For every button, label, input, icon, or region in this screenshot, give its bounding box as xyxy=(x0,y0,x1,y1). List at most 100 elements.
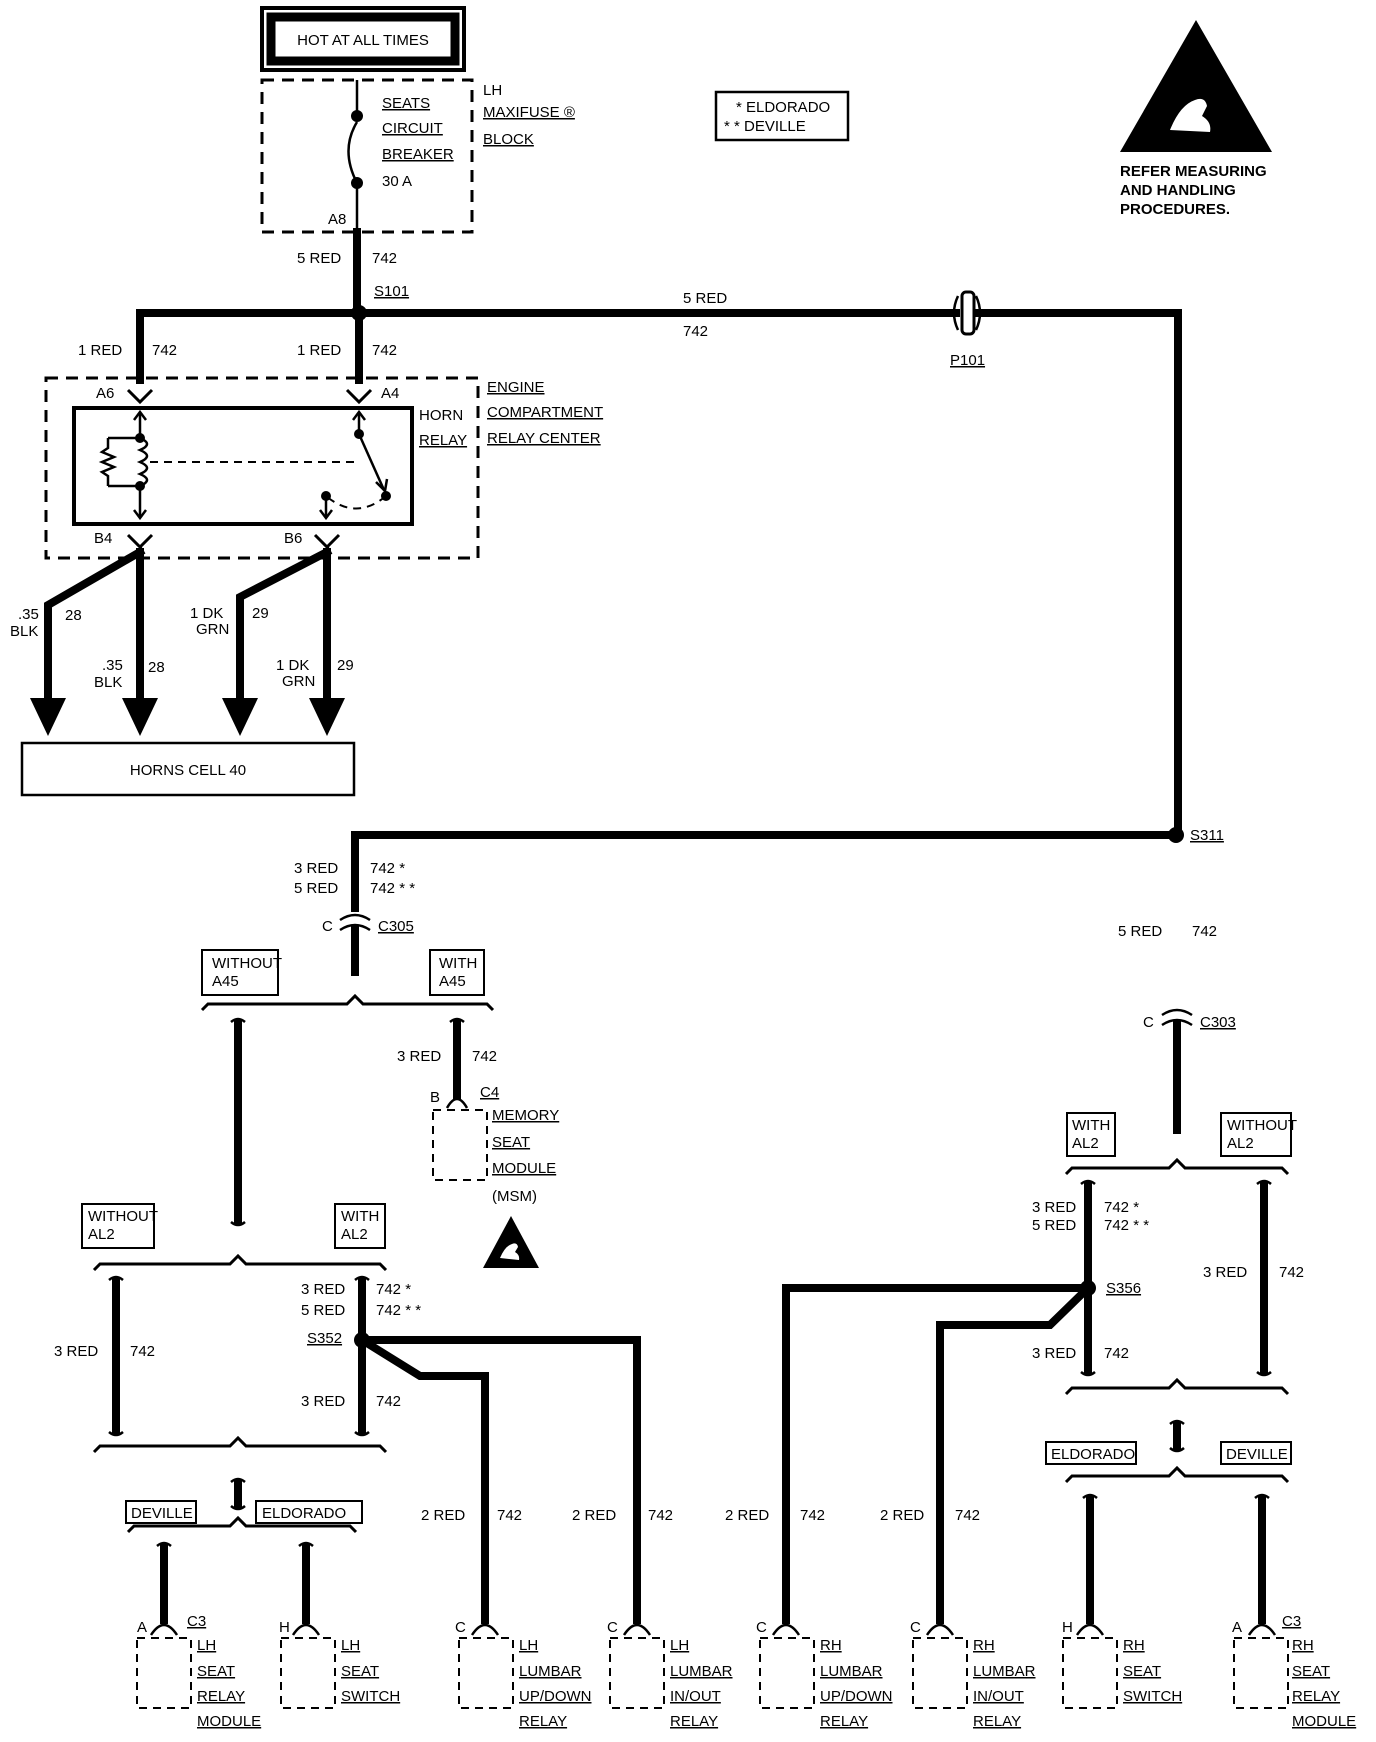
relay-left-wire-circuit: 742 xyxy=(152,342,177,359)
right-al2-option-bracket xyxy=(1064,1157,1290,1176)
maxifuse-label-2: MAXIFUSE ® xyxy=(483,104,575,121)
component-rh-seat-switch: H RH SEAT SWITCH xyxy=(1062,1619,1182,1709)
without-a45-2: A45 xyxy=(212,973,239,990)
maxifuse-block-outline xyxy=(260,78,474,234)
left-model-bracket xyxy=(126,1515,358,1534)
with-al2-right-1: WITH xyxy=(1072,1117,1110,1134)
svg-text:MODULE: MODULE xyxy=(1292,1713,1356,1730)
breaker-label-1: SEATS xyxy=(382,95,430,112)
hot-at-all-times-box xyxy=(260,6,466,72)
without-a45-1: WITHOUT xyxy=(212,955,282,972)
eldorado-left-box xyxy=(255,1500,363,1524)
without-al2-left-2: AL2 xyxy=(88,1226,115,1243)
relay-right-wire-circuit: 742 xyxy=(372,342,397,359)
fuse-pin-a8: A8 xyxy=(328,211,346,228)
without-al2-right-1: WITHOUT xyxy=(1227,1117,1297,1134)
horn-w2-size-2: BLK xyxy=(94,674,122,691)
horns-cell-label: HORNS CELL 40 xyxy=(130,762,246,779)
svg-text:SEAT: SEAT xyxy=(341,1663,379,1680)
with-al2-right-2: AL2 xyxy=(1072,1135,1099,1152)
svg-text:A: A xyxy=(1232,1619,1242,1636)
left-al2-option-bracket xyxy=(92,1253,388,1272)
svg-text:RELAY: RELAY xyxy=(670,1713,718,1730)
svg-text:C: C xyxy=(910,1619,921,1636)
svg-text:RH: RH xyxy=(973,1637,995,1654)
svg-text:SWITCH: SWITCH xyxy=(1123,1688,1182,1705)
horn-relay-label-2: RELAY xyxy=(419,432,467,449)
breaker-label-4: 30 A xyxy=(382,173,412,190)
horn-arrow-2 xyxy=(122,698,158,736)
svg-text:H: H xyxy=(1062,1619,1073,1636)
pin-b6: B6 xyxy=(284,530,302,547)
legend-box xyxy=(714,90,850,142)
with-a45-box xyxy=(429,949,485,996)
lh-updown-size: 2 RED xyxy=(421,1507,465,1524)
without-al2-left-box xyxy=(81,1203,155,1249)
c305-connector xyxy=(339,913,371,932)
svg-text:IN/OUT: IN/OUT xyxy=(670,1688,721,1705)
hot-at-all-times-label: HOT AT ALL TIMES xyxy=(297,32,429,49)
maxifuse-label-1: LH xyxy=(483,82,502,99)
rh-inout-circuit: 742 xyxy=(955,1507,980,1524)
horn-w3-size-2: GRN xyxy=(196,621,229,638)
svg-text:MODULE: MODULE xyxy=(197,1713,261,1730)
svg-text:LUMBAR: LUMBAR xyxy=(519,1663,582,1680)
svg-text:C: C xyxy=(756,1619,767,1636)
without-al2-left-1: WITHOUT xyxy=(88,1208,158,1225)
component-lh-seat-switch: H LH SEAT SWITCH xyxy=(279,1619,400,1709)
c305-circuit-2: 742 * * xyxy=(370,880,415,897)
with-al2-left-2: AL2 xyxy=(341,1226,368,1243)
horn-w2-circuit: 28 xyxy=(148,659,165,676)
with-al2-left-box xyxy=(334,1203,386,1249)
svg-text:LUMBAR: LUMBAR xyxy=(820,1663,883,1680)
without-a45-box xyxy=(201,949,279,996)
relay-center-outline xyxy=(44,376,480,560)
s356-down-circuit: 742 xyxy=(1104,1345,1129,1362)
c305-pin: C xyxy=(322,918,333,935)
left-without-al2-size: 3 RED xyxy=(54,1343,98,1360)
pin-a4: A4 xyxy=(381,385,399,402)
svg-text:SWITCH: SWITCH xyxy=(341,1688,400,1705)
left-without-al2-circuit: 742 xyxy=(130,1343,155,1360)
s311-down-circuit: 742 xyxy=(1192,923,1217,940)
svg-text:LH: LH xyxy=(670,1637,689,1654)
without-al2-right-box xyxy=(1220,1112,1292,1157)
pin-a6: A6 xyxy=(96,385,114,402)
esd-notice-1: REFER MEASURING xyxy=(1120,163,1267,180)
p101-label: P101 xyxy=(950,352,985,369)
svg-text:LUMBAR: LUMBAR xyxy=(973,1663,1036,1680)
s352-circuit-2: 742 * * xyxy=(376,1302,421,1319)
horn-w1-size-2: BLK xyxy=(10,623,38,640)
c305-size-2: 5 RED xyxy=(294,880,338,897)
svg-text:RH: RH xyxy=(1123,1637,1145,1654)
rh-updown-size: 2 RED xyxy=(725,1507,769,1524)
svg-text:SEAT: SEAT xyxy=(1292,1663,1330,1680)
svg-text:C3: C3 xyxy=(187,1613,206,1630)
msm-label-1: MEMORY xyxy=(492,1107,559,1124)
horn-w4-size-2: GRN xyxy=(282,673,315,690)
with-al2-left-1: WITH xyxy=(341,1208,379,1225)
svg-text:RH: RH xyxy=(820,1637,842,1654)
horn-w3-size-1: 1 DK xyxy=(190,605,223,622)
s352-down-circuit: 742 xyxy=(376,1393,401,1410)
rh-inout-size: 2 RED xyxy=(880,1507,924,1524)
svg-text:C: C xyxy=(455,1619,466,1636)
horn-arrow-3 xyxy=(222,698,258,736)
svg-text:C: C xyxy=(607,1619,618,1636)
relay-coil-icon xyxy=(98,409,149,521)
deville-left-box xyxy=(125,1500,197,1524)
msm-connector: C4 xyxy=(480,1084,499,1101)
msm-outline xyxy=(432,1109,488,1181)
breaker-label-3: BREAKER xyxy=(382,146,454,163)
s352-size-2: 5 RED xyxy=(301,1302,345,1319)
with-a45-2: A45 xyxy=(439,973,466,990)
legend-eldorado: * ELDORADO xyxy=(736,99,830,116)
s356-circuit-1: 742 * xyxy=(1104,1199,1139,1216)
svg-text:UP/DOWN: UP/DOWN xyxy=(519,1688,592,1705)
deville-right-box xyxy=(1220,1441,1292,1465)
component-rh-lumbar-inout-relay: C RH LUMBAR IN/OUT RELAY xyxy=(910,1619,1036,1730)
svg-text:RELAY: RELAY xyxy=(1292,1688,1340,1705)
legend-deville: * * DEVILLE xyxy=(724,118,806,135)
eldorado-right-box xyxy=(1045,1441,1137,1465)
right-without-al2-circuit: 742 xyxy=(1279,1264,1304,1281)
